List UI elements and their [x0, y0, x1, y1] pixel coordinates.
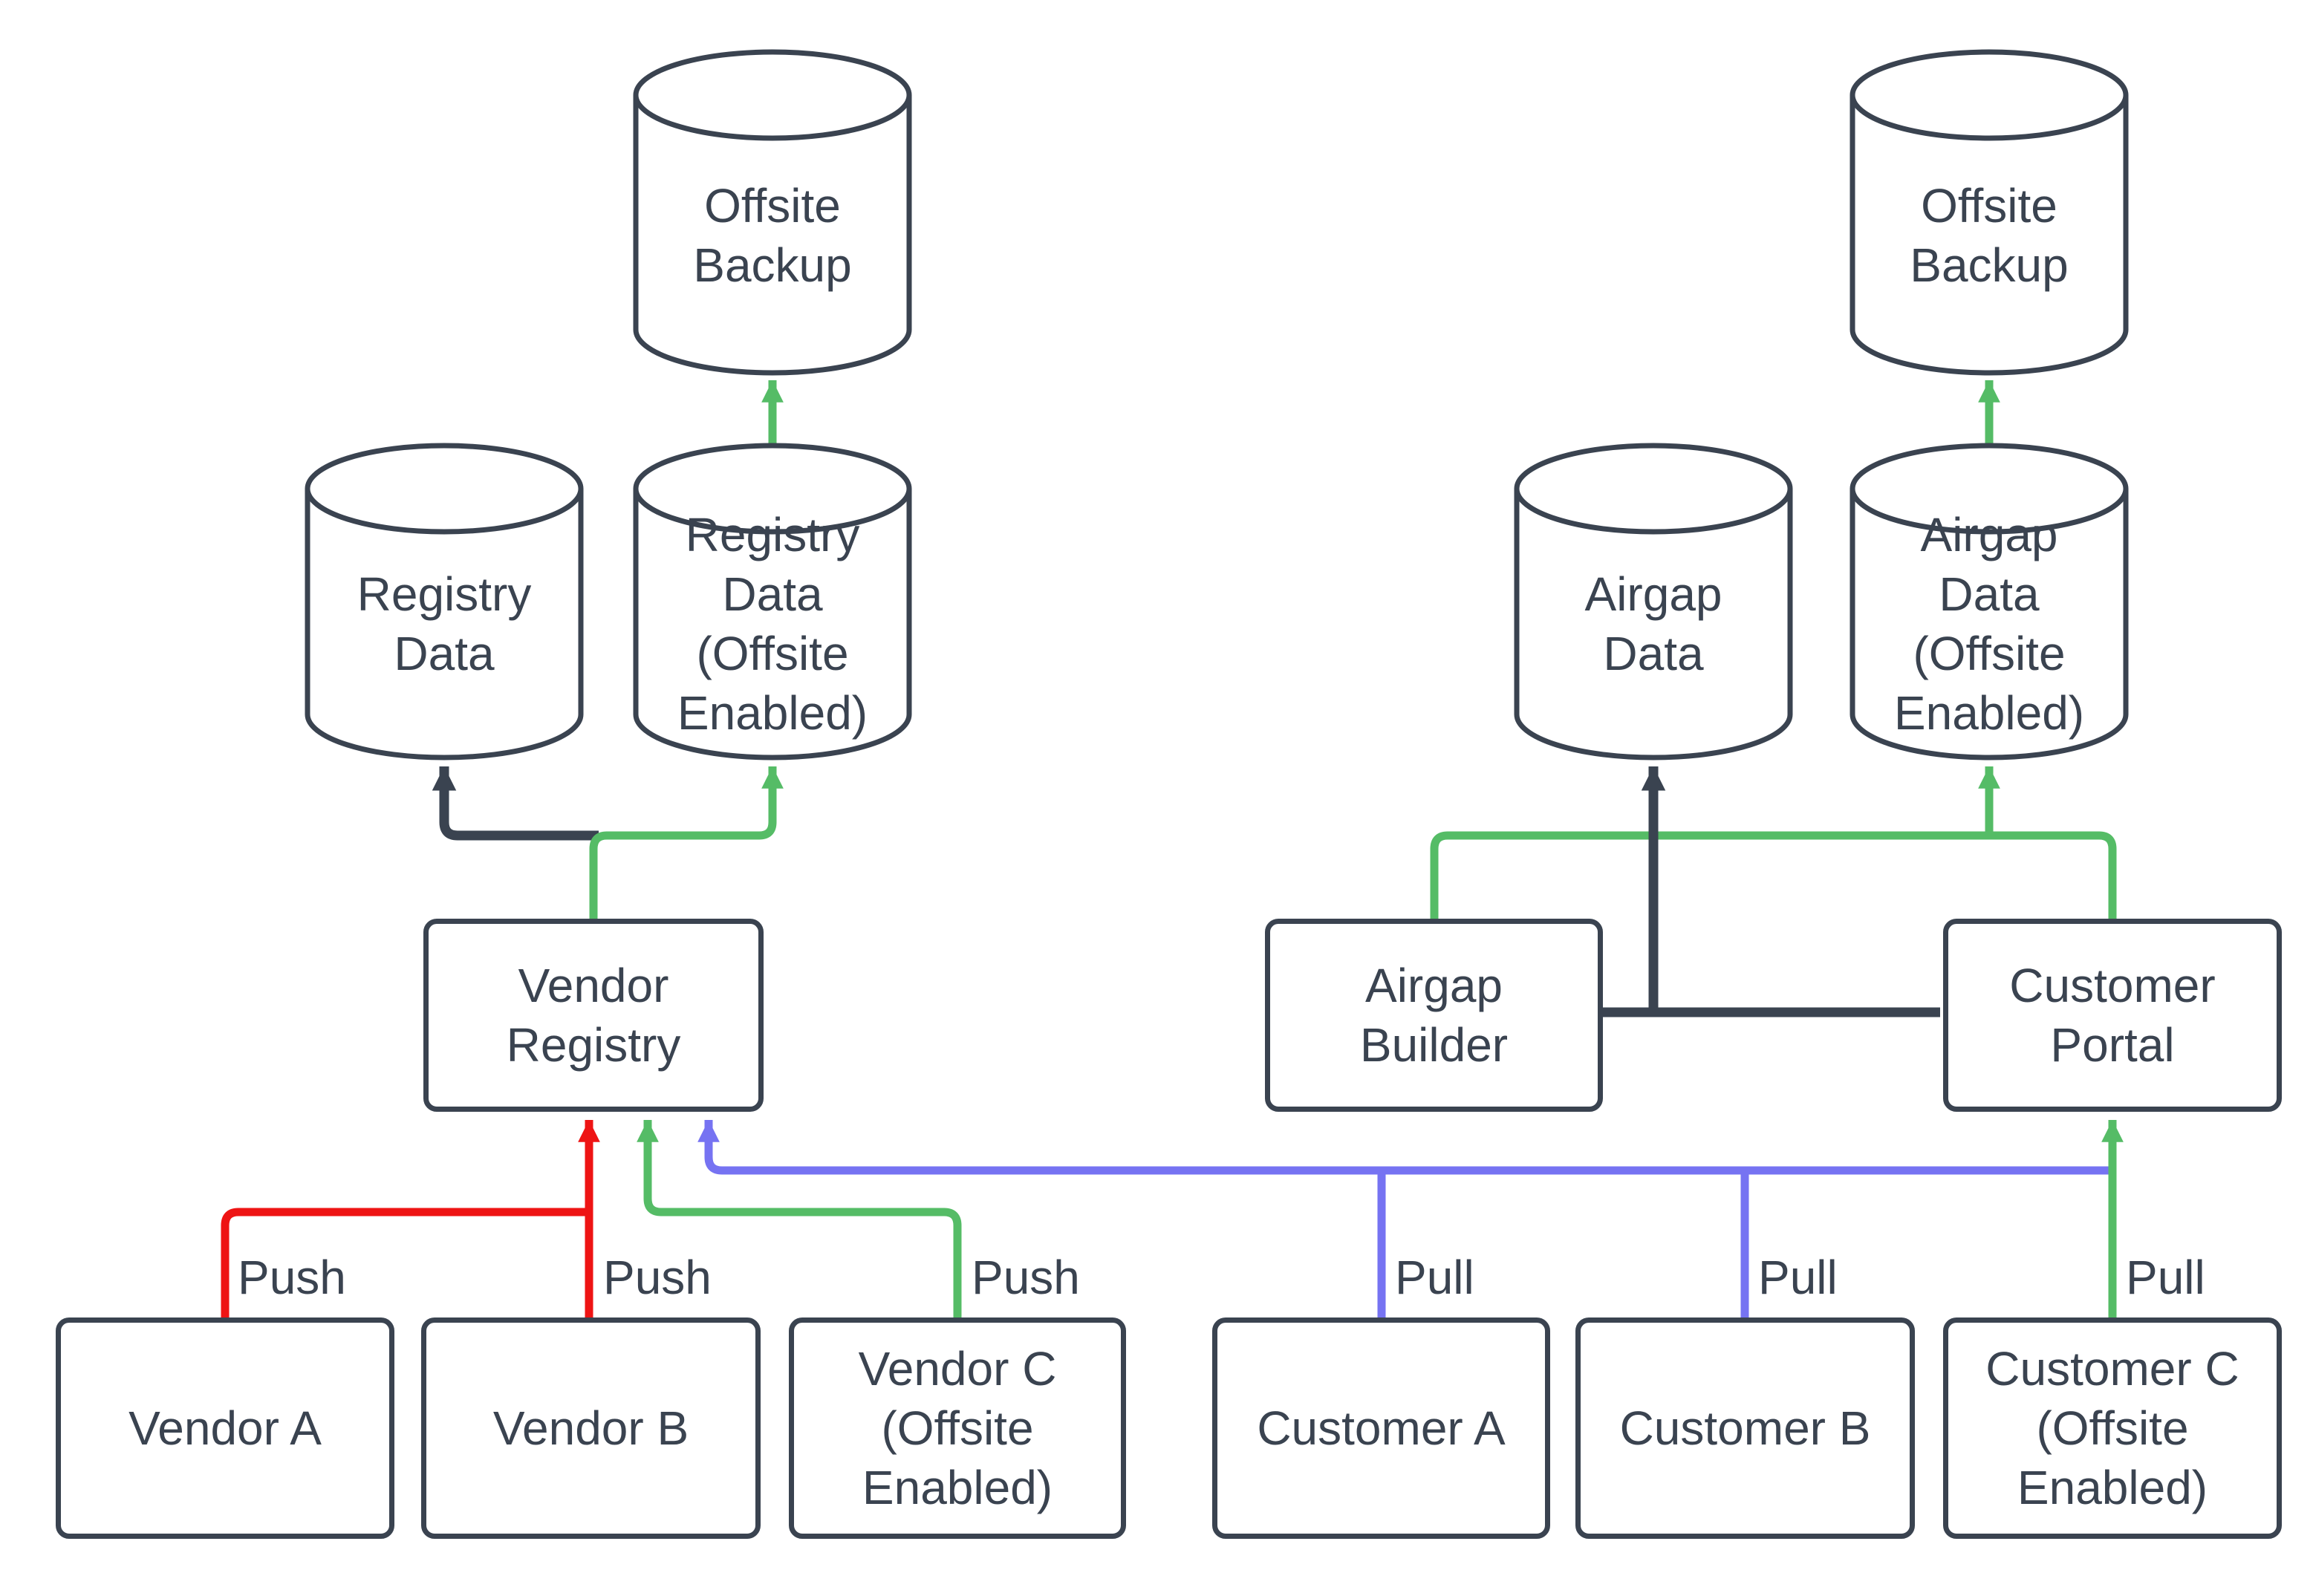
- cylinder-offsite-backup-right[interactable]: [1850, 49, 2129, 376]
- edge-vendor-registry-to-registry-data-offsite: [589, 766, 784, 921]
- cylinder-offsite-backup-left[interactable]: [633, 49, 912, 376]
- label-push-vendor-b: Push: [603, 1251, 712, 1304]
- node-customer-c[interactable]: Customer C (Offsite Enabled): [1943, 1317, 2282, 1539]
- node-customer-a[interactable]: Customer A: [1212, 1317, 1550, 1539]
- label-pull-customer-a: Pull: [1395, 1251, 1474, 1304]
- edge-airgap-builder-customer-portal-green: [1430, 831, 2117, 921]
- cylinder-airgap-data[interactable]: [1514, 443, 1793, 760]
- label-push-vendor-a: Push: [238, 1251, 346, 1304]
- label-pull-customer-c: Pull: [2126, 1251, 2205, 1304]
- label-pull-customer-b: Pull: [1758, 1251, 1838, 1304]
- node-vendor-c[interactable]: Vendor C (Offsite Enabled): [789, 1317, 1126, 1539]
- node-customer-portal[interactable]: Customer Portal: [1943, 919, 2282, 1112]
- node-vendor-b[interactable]: Vendor B: [421, 1317, 761, 1539]
- edge-customers-pull-trunk: [697, 1120, 2112, 1175]
- edge-vendor-a-push: [221, 1208, 589, 1319]
- node-vendor-a[interactable]: Vendor A: [56, 1317, 394, 1539]
- cylinder-registry-data[interactable]: [305, 443, 584, 760]
- edge-vendor-registry-to-registry-data: [432, 766, 599, 841]
- edge-vendor-c-push: [637, 1120, 962, 1319]
- cylinder-airgap-data-offsite[interactable]: [1850, 443, 2129, 760]
- node-customer-b[interactable]: Customer B: [1575, 1317, 1915, 1539]
- node-airgap-builder[interactable]: Airgap Builder: [1265, 919, 1603, 1112]
- node-vendor-registry[interactable]: Vendor Registry: [423, 919, 764, 1112]
- label-push-vendor-c: Push: [972, 1251, 1080, 1304]
- cylinder-registry-data-offsite[interactable]: [633, 443, 912, 760]
